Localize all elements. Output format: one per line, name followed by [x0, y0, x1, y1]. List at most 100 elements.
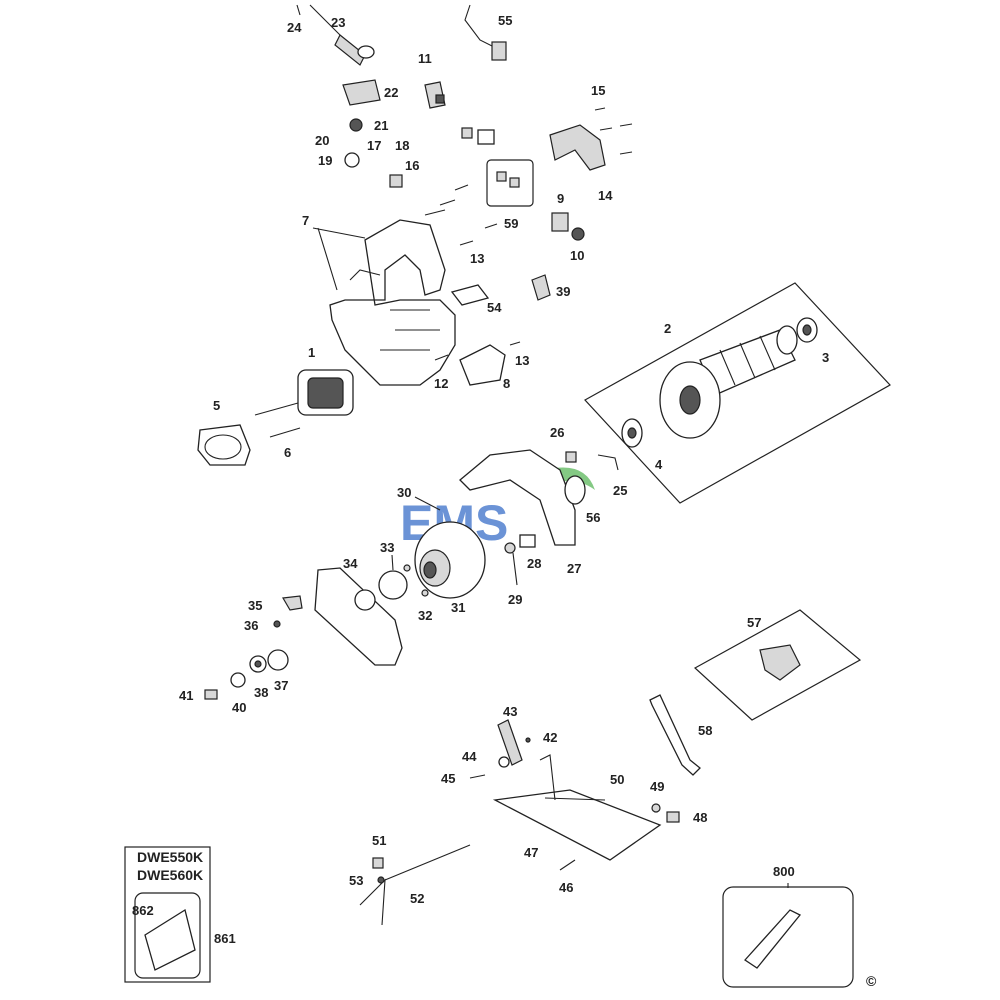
part-51 [372, 857, 384, 869]
leader-30 [414, 496, 441, 511]
label-5: 5 [213, 398, 220, 413]
part-57 [759, 644, 801, 681]
part-46 [559, 859, 576, 871]
label-6: 6 [284, 445, 291, 460]
part-28 [519, 534, 536, 548]
label-2: 2 [664, 321, 671, 336]
label-56: 56 [586, 510, 600, 525]
copyright-mark: © [866, 973, 877, 989]
part-41 [204, 689, 218, 700]
label-27: 27 [567, 561, 581, 576]
part-handle-cover-14 [549, 124, 606, 171]
part-33a [403, 564, 411, 572]
label-54: 54 [487, 300, 502, 315]
label-20: 20 [315, 133, 329, 148]
label-50: 50 [610, 772, 624, 787]
label-11: 11 [418, 51, 432, 66]
part-33-ring [378, 570, 408, 600]
kit-box-line2: DWE560K [137, 867, 203, 883]
label-25: 25 [613, 483, 627, 498]
part-57-box [693, 609, 862, 721]
label-800: 800 [773, 864, 795, 879]
label-15: 15 [591, 83, 605, 98]
label-52: 52 [410, 891, 424, 906]
part-armature-2 [659, 325, 798, 439]
part-8 [459, 344, 506, 386]
label-42: 42 [543, 730, 557, 745]
part-58 [649, 694, 701, 776]
part-rip-fence-52 [359, 844, 471, 926]
label-28: 28 [527, 556, 541, 571]
part-25 [597, 454, 619, 471]
part-56 [564, 475, 586, 505]
leader-33 [391, 554, 394, 571]
label-45: 45 [441, 771, 455, 786]
part-brush-holder [461, 127, 495, 145]
part-9 [551, 212, 569, 232]
label-12: 12 [434, 376, 448, 391]
label-39: 39 [556, 284, 570, 299]
label-8: 8 [503, 376, 510, 391]
label-26: 26 [550, 425, 564, 440]
part-19 [344, 152, 360, 168]
label-29: 29 [508, 592, 522, 607]
part-39 [531, 274, 551, 301]
label-22: 22 [384, 85, 398, 100]
part-800-box [722, 886, 854, 988]
label-861: 861 [214, 931, 236, 946]
label-21: 21 [374, 118, 388, 133]
label-40: 40 [232, 700, 246, 715]
label-31: 31 [451, 600, 465, 615]
part-field-1 [297, 369, 354, 416]
label-55: 55 [498, 13, 512, 28]
label-30: 30 [397, 485, 411, 500]
label-9: 9 [557, 191, 564, 206]
part-baffle-5 [197, 424, 251, 466]
part-59b [509, 177, 520, 188]
label-48: 48 [693, 810, 707, 825]
label-32: 32 [418, 608, 432, 623]
label-18: 18 [395, 138, 409, 153]
part-53 [377, 876, 385, 884]
part-switch-11 [424, 81, 446, 109]
label-41: 41 [179, 688, 193, 703]
part-12-screw [434, 354, 449, 361]
part-21 [349, 118, 363, 132]
part-gearbox-31 [414, 521, 486, 599]
part-6-screws [254, 402, 301, 438]
part-40 [230, 672, 246, 688]
label-36: 36 [244, 618, 258, 633]
label-1: 1 [308, 345, 315, 360]
label-47: 47 [524, 845, 538, 860]
label-862: 862 [132, 903, 154, 918]
label-49: 49 [650, 779, 664, 794]
label-33: 33 [380, 540, 394, 555]
kit-box [124, 846, 211, 983]
part-10 [571, 227, 585, 241]
part-38-hole [254, 660, 262, 668]
part-54 [450, 284, 490, 306]
label-13a: 13 [470, 251, 484, 266]
part-housing-7 [329, 219, 456, 386]
label-4: 4 [655, 457, 663, 472]
part-32 [421, 589, 429, 597]
part-36 [273, 620, 281, 628]
part-43 [497, 719, 523, 766]
label-7: 7 [302, 213, 309, 228]
part-29 [504, 542, 516, 554]
label-38: 38 [254, 685, 268, 700]
part-45 [469, 774, 486, 779]
label-23: 23 [331, 15, 345, 30]
part-35 [282, 595, 303, 611]
label-14: 14 [598, 188, 613, 203]
label-17: 17 [367, 138, 381, 153]
part-wire-55 [464, 4, 507, 61]
part-26 [565, 451, 577, 463]
part-lower-guard-34 [314, 567, 403, 666]
part-cord-clamp-22 [342, 79, 381, 106]
part-bearing-3 [796, 317, 818, 343]
label-24: 24 [287, 20, 302, 35]
part-15-screws [594, 107, 633, 155]
part-case-861 [134, 892, 201, 979]
